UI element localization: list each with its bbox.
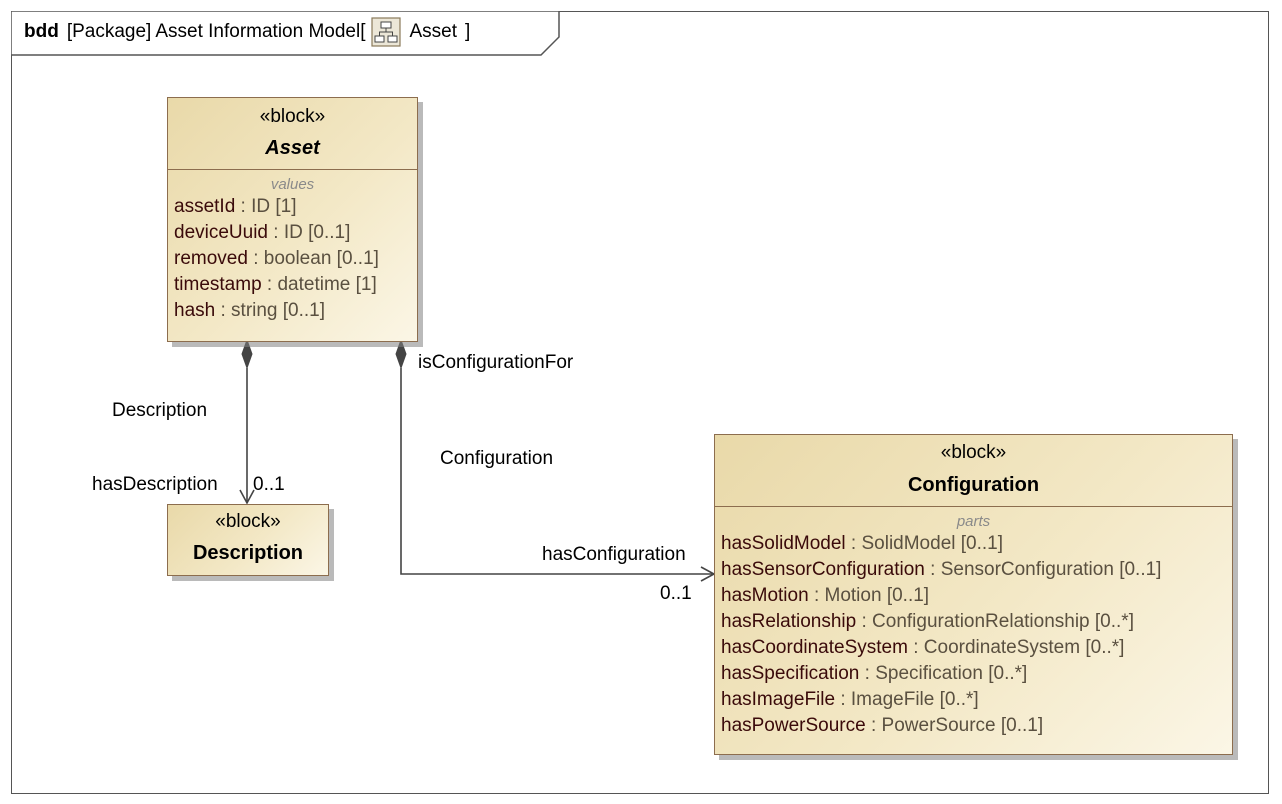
- description-multiplicity[interactable]: 0..1: [253, 474, 285, 495]
- attribute-name: deviceUuid: [174, 222, 268, 243]
- description-block[interactable]: «block» Description: [167, 504, 329, 576]
- part-name: hasImageFile: [721, 689, 836, 710]
- configuration-part[interactable]: hasSensorConfiguration : SensorConfigura…: [715, 557, 1232, 583]
- part-name: hasSolidModel: [721, 533, 846, 554]
- asset-attribute[interactable]: assetId : ID [1]: [168, 194, 417, 220]
- frame-target[interactable]: Asset: [409, 21, 458, 42]
- part-type: : CoordinateSystem [0..*]: [913, 637, 1125, 658]
- package-diagram-icon[interactable]: [371, 17, 402, 47]
- part-type: : ImageFile [0..*]: [840, 689, 979, 710]
- attribute-type: : ID [1]: [240, 196, 297, 217]
- attribute-name: timestamp: [174, 274, 262, 295]
- frame-keyword: bdd: [24, 21, 59, 42]
- frame-name: Asset Information Model[: [155, 21, 366, 42]
- description-name: Description: [192, 542, 304, 564]
- configuration-part[interactable]: hasCoordinateSystem : CoordinateSystem […: [715, 635, 1232, 661]
- part-type: : ConfigurationRelationship [0..*]: [861, 611, 1134, 632]
- part-type: : SolidModel [0..1]: [850, 533, 1004, 554]
- configuration-part[interactable]: hasRelationship : ConfigurationRelations…: [715, 609, 1232, 635]
- configuration-role-label[interactable]: hasConfiguration: [542, 544, 686, 565]
- frame-close: ]: [465, 21, 471, 42]
- diagram-frame: [11, 11, 1269, 794]
- part-name: hasMotion: [721, 585, 809, 606]
- configuration-name: Configuration: [907, 474, 1040, 496]
- asset-stereotype: «block»: [259, 106, 326, 127]
- configuration-part[interactable]: hasMotion : Motion [0..1]: [715, 583, 1232, 609]
- asset-attribute[interactable]: removed : boolean [0..1]: [168, 246, 417, 272]
- frame-header: bdd [Package] Asset Information Model[ A…: [24, 17, 470, 47]
- part-type: : SensorConfiguration [0..1]: [930, 559, 1162, 580]
- asset-attribute[interactable]: deviceUuid : ID [0..1]: [168, 220, 417, 246]
- part-type: : PowerSource [0..1]: [870, 715, 1044, 736]
- configuration-association-name[interactable]: Configuration: [440, 448, 554, 469]
- part-name: hasRelationship: [721, 611, 857, 632]
- configuration-stereotype: «block»: [940, 442, 1007, 463]
- part-name: hasCoordinateSystem: [721, 637, 908, 658]
- configuration-parts-label: parts: [956, 513, 991, 530]
- description-association[interactable]: [239, 338, 255, 505]
- attribute-name: removed: [174, 248, 248, 269]
- asset-attribute[interactable]: timestamp : datetime [1]: [168, 272, 417, 298]
- part-name: hasSpecification: [721, 663, 860, 684]
- attribute-type: : boolean [0..1]: [253, 248, 379, 269]
- asset-values-label: values: [270, 176, 315, 193]
- configuration-part[interactable]: hasImageFile : ImageFile [0..*]: [715, 687, 1232, 713]
- configuration-multiplicity[interactable]: 0..1: [660, 583, 692, 604]
- frame-kind: [Package]: [66, 21, 152, 42]
- configuration-part[interactable]: hasPowerSource : PowerSource [0..1]: [715, 713, 1232, 739]
- asset-name: Asset: [265, 137, 320, 159]
- configuration-part[interactable]: hasSpecification : Specification [0..*]: [715, 661, 1232, 687]
- attribute-type: : string [0..1]: [220, 300, 326, 321]
- attribute-name: assetId: [174, 196, 236, 217]
- part-name: hasPowerSource: [721, 715, 866, 736]
- description-role-label[interactable]: hasDescription: [92, 474, 218, 495]
- part-type: : Motion [0..1]: [813, 585, 930, 606]
- configuration-part[interactable]: hasSolidModel : SolidModel [0..1]: [715, 531, 1232, 557]
- attribute-name: hash: [174, 300, 216, 321]
- configuration-source-role-label[interactable]: isConfigurationFor: [418, 352, 574, 373]
- description-stereotype: «block»: [215, 511, 281, 532]
- asset-attribute-list: assetId : ID [1] deviceUuid : ID [0..1] …: [168, 194, 417, 324]
- asset-block[interactable]: «block» Asset values assetId : ID [1] de…: [167, 97, 418, 342]
- frame-tab: [11, 11, 560, 56]
- asset-attribute[interactable]: hash : string [0..1]: [168, 298, 417, 324]
- attribute-type: : datetime [1]: [266, 274, 377, 295]
- configuration-part-list: hasSolidModel : SolidModel [0..1] hasSen…: [715, 531, 1232, 739]
- configuration-block[interactable]: «block» Configuration parts hasSolidMode…: [714, 434, 1233, 755]
- description-association-name[interactable]: Description: [112, 400, 208, 421]
- attribute-type: : ID [0..1]: [273, 222, 351, 243]
- part-name: hasSensorConfiguration: [721, 559, 925, 580]
- part-type: : Specification [0..*]: [864, 663, 1028, 684]
